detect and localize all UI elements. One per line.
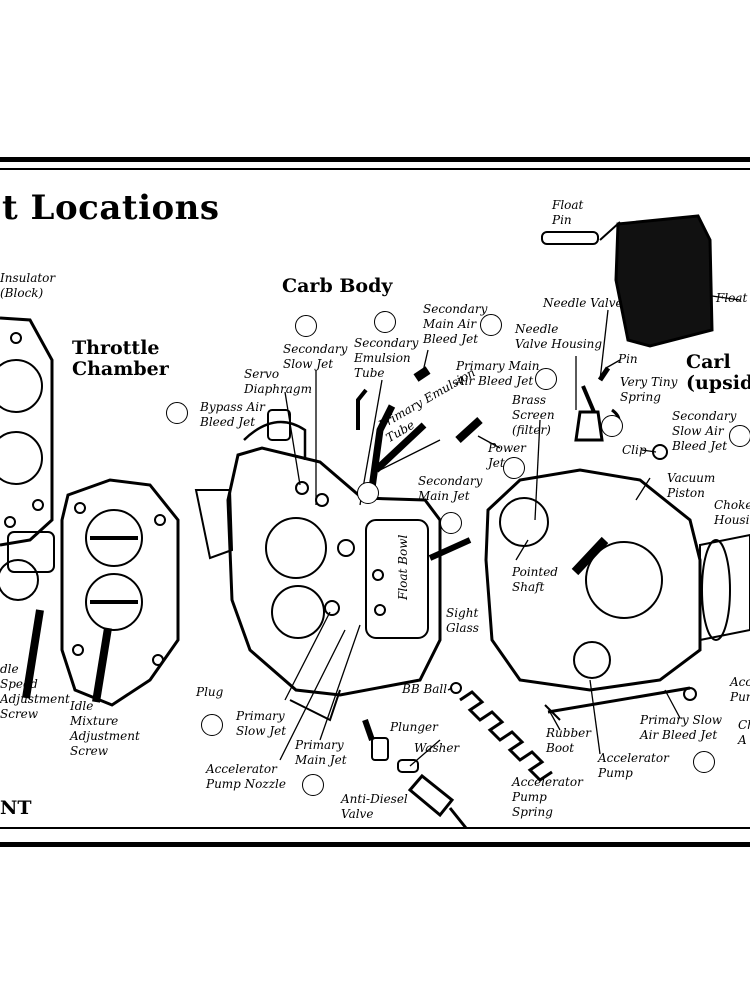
label-power-jet: Power Jet (488, 441, 526, 470)
label-pointed-shaft: Pointed Shaft (512, 565, 558, 594)
top-border-outer (0, 157, 750, 162)
label-accelerator-pump-nozzle: Accelerator Pump Nozzle (206, 762, 286, 791)
label-clip: Clip (622, 443, 647, 457)
label-secondary-main-jet: Secondary Main Jet (418, 474, 483, 503)
answer-circle[interactable] (201, 714, 223, 736)
answer-circle[interactable] (693, 751, 715, 773)
label-brass-screen: Brass Screen (filter) (512, 393, 555, 437)
label-secondary-main-air-bleed-jet: Secondary Main Air Bleed Jet (423, 302, 488, 346)
answer-circle[interactable] (374, 311, 396, 333)
answer-circle[interactable] (166, 402, 188, 424)
section-heading-carb-body: Carb Body (282, 275, 393, 297)
answer-circle[interactable] (440, 512, 462, 534)
insulator-block-drawing (0, 316, 54, 547)
label-bb-ball: BB Ball (402, 682, 448, 696)
answer-circle[interactable] (480, 314, 502, 336)
bottom-border-inner (0, 827, 750, 829)
bottom-border-outer (0, 842, 750, 847)
label-very-tiny-spring: Very Tiny Spring (620, 375, 678, 404)
label-primary-slow-jet: Primary Slow Jet (236, 709, 287, 738)
label-primary-main-air-bleed-jet: Primary Main Air Bleed Jet (456, 359, 540, 388)
accelerator-pump-spring-drawing (459, 690, 553, 782)
label-pin: Pin (618, 352, 638, 366)
label-secondary-slow-air-bleed-jet: Secondary Slow Air Bleed Jet (672, 409, 737, 453)
answer-circle[interactable] (357, 482, 379, 504)
label-accelerator-pump-partial: Acc Pum (730, 675, 750, 704)
label-vacuum-piston: Vacuum Piston (667, 471, 716, 500)
label-secondary-slow-jet: Secondary Slow Jet (283, 342, 348, 371)
label-idle-mixture-adjustment-screw: Idle Mixture Adjustment Screw (70, 699, 140, 758)
label-choke-partial: Ch A (738, 718, 750, 747)
footer-mark: NT (0, 797, 32, 819)
label-choke-housing: Choke Housin (714, 498, 750, 527)
answer-circle[interactable] (302, 774, 324, 796)
label-idle-speed-adjustment-screw: dle Speed Adjustment Screw (0, 662, 70, 721)
label-accelerator-pump: Accelerator Pump (598, 751, 669, 780)
label-bypass-air-bleed-jet: Bypass Air Bleed Jet (200, 400, 265, 429)
section-heading-carb-upside-down: Carl (upsid (686, 351, 750, 394)
label-float-pin: Float Pin (552, 198, 584, 227)
label-washer: Washer (414, 741, 460, 755)
answer-circle[interactable] (535, 368, 557, 390)
label-sight-glass: Sight Glass (446, 606, 479, 635)
label-plug: Plug (196, 685, 224, 699)
label-float-bowl: Float Bowl (396, 534, 410, 600)
float-drawing (599, 214, 714, 348)
answer-circle[interactable] (503, 457, 525, 479)
label-insulator: Insulator (Block) (0, 271, 56, 300)
page-title: t Locations (2, 188, 220, 228)
throttle-chamber-drawing (0, 478, 180, 707)
label-plunger: Plunger (390, 720, 438, 734)
top-border-inner (0, 168, 750, 170)
answer-circle[interactable] (295, 315, 317, 337)
label-servo-diaphragm: Servo Diaphragm (244, 367, 312, 396)
answer-circle[interactable] (601, 415, 623, 437)
section-heading-throttle-chamber: Throttle Chamber (72, 337, 169, 380)
label-primary-main-jet: Primary Main Jet (295, 738, 347, 767)
label-secondary-emulsion-tube: Secondary Emulsion Tube (354, 336, 419, 380)
label-primary-slow-air-bleed-jet: Primary Slow Air Bleed Jet (640, 713, 723, 742)
label-anti-diesel-valve: Anti-Diesel Valve (341, 792, 408, 821)
label-needle-valve-housing: Needle Valve Housing (515, 322, 603, 351)
carb-body-drawing (194, 366, 483, 722)
answer-circle[interactable] (729, 425, 750, 447)
label-float: Float (716, 291, 748, 305)
label-rubber-boot: Rubber Boot (546, 726, 591, 755)
float-pin-drawing (541, 231, 599, 245)
label-needle-valve: Needle Valve (543, 296, 623, 310)
anti-diesel-valve-drawing (362, 682, 468, 829)
label-accelerator-pump-spring: Accelerator Pump Spring (512, 775, 583, 819)
